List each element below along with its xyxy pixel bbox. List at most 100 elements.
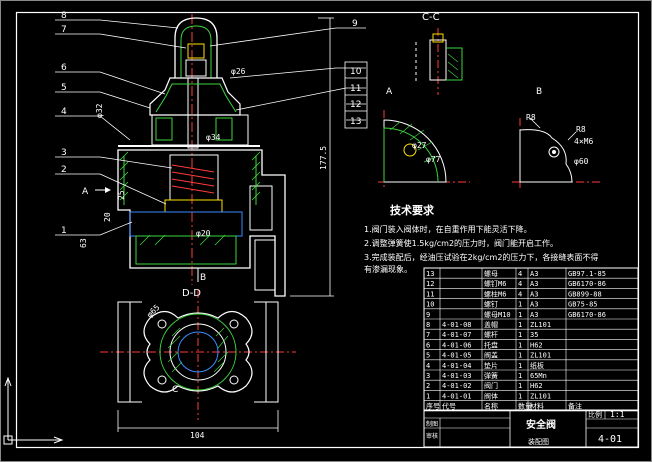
dim-25: 25 (117, 190, 126, 200)
bom-cell: 7 (426, 331, 430, 339)
bom-cell: A3 (530, 270, 538, 278)
b-partial-view (512, 117, 600, 188)
bom-cell: 4-01-08 (442, 321, 472, 329)
bom-cell: 螺柱M6 (484, 289, 506, 298)
title-block-text: 安全阀 装配图 比例 1:1 4-01 制图 审核 (426, 410, 625, 446)
bom-cell: 3 (426, 372, 430, 380)
dim-d77: φ77 (426, 155, 441, 164)
part-number-1: 1 (61, 226, 67, 236)
bom-cell: 螺母 (484, 269, 498, 278)
bom-cell: 10 (426, 301, 434, 309)
dim-63: 63 (79, 238, 88, 248)
bom-cell: 4 (518, 280, 522, 288)
bom-cell: 11 (426, 290, 434, 298)
technical-requirements: 技术要求 1.阀门装入阀体时，在自重作用下能灵活下降。 2.调整弹簧使1.5kg… (364, 203, 598, 274)
bom-cell: 螺钉M6 (484, 279, 506, 288)
leader-number-labels: 8 7 6 5 4 3 2 1 9 10 11 12 13 (61, 11, 362, 236)
bom-cell: A3 (530, 290, 538, 298)
part-number-10: 10 (350, 67, 362, 77)
bom-cell: GB75-85 (568, 301, 598, 309)
bom-cell: 4-01-07 (442, 331, 472, 339)
bom-cell: GB6170-86 (568, 311, 606, 319)
dim-d27: φ27 (412, 141, 427, 150)
dim-20: 20 (103, 212, 112, 222)
view-a-label: A (386, 87, 393, 97)
bom-cell: 4-01-03 (442, 372, 472, 380)
bom-cell: 1 (518, 362, 522, 370)
bom-cell: A3 (530, 301, 538, 309)
bom-cell: 4-01-05 (442, 352, 472, 360)
dim-d26: φ26 (231, 67, 246, 76)
front-section-view (95, 14, 286, 297)
section-dd-label: D-D (182, 288, 201, 299)
right-leaders (209, 27, 368, 129)
bom-cell: 4-01-04 (442, 362, 472, 370)
part-number-13: 13 (350, 117, 361, 127)
part-number-9: 9 (352, 19, 358, 29)
bom-cell: 阀体 (484, 391, 498, 400)
part-number-12: 12 (350, 100, 361, 110)
left-leaders (55, 19, 187, 236)
dim-d20: φ20 (196, 229, 211, 238)
signoff-checked: 审核 (426, 432, 438, 440)
bom-cell: 12 (426, 280, 434, 288)
bom-cell: GB97.1-85 (568, 270, 606, 278)
bom-cell: 纸板 (530, 361, 544, 370)
drawing-number: 4-01 (598, 434, 622, 445)
bom-cell: 1 (518, 331, 522, 339)
bom-cell: 65Mn (530, 372, 547, 380)
part-number-5: 5 (61, 83, 67, 93)
drawing-subtitle: 装配图 (528, 437, 549, 446)
bom-cell: 阀门 (484, 381, 498, 390)
bom-cell: 2 (426, 382, 430, 390)
arrow-b-label: B (200, 273, 206, 283)
dim-height: 177.5 (319, 146, 328, 170)
bom-cell: 5 (426, 352, 430, 360)
bom-cell: H62 (530, 341, 543, 349)
bom-cell: 13 (426, 270, 434, 278)
part-number-8: 8 (61, 11, 67, 21)
bom-cell: 35 (530, 331, 538, 339)
bom-cell: 托盘 (484, 340, 498, 349)
part-number-2: 2 (61, 165, 67, 175)
signoff-drawn: 制图 (426, 420, 438, 428)
bom-cell: 1 (518, 311, 522, 319)
bom-cell: 4 (518, 290, 522, 298)
bom-cell: 弹簧 (484, 371, 498, 380)
requirement-line-2: 2.调整弹簧使1.5kg/cm2的压力时，阀门能开启工作。 (364, 238, 558, 248)
bom-cell: 1 (518, 382, 522, 390)
bom-header-cell: 数量 (518, 402, 532, 411)
bom-cell: 垫片 (484, 361, 498, 370)
scale-value: 1:1 (610, 410, 625, 419)
bom-header-cell: 代号 (442, 402, 456, 411)
arrow-a-label: A (82, 187, 89, 197)
bom-cell: 4-01-02 (442, 382, 472, 390)
dd-section-view (100, 290, 296, 432)
drawing-title: 安全阀 (526, 418, 556, 431)
bom-header-cell: 材料 (530, 402, 544, 411)
section-cc-label: C-C (422, 12, 440, 23)
bom-cell: ZL101 (530, 392, 551, 400)
a-partial-view (378, 110, 470, 190)
title-block (423, 409, 639, 448)
part-number-4: 4 (61, 107, 67, 117)
dim-r8a: R8 (526, 113, 536, 122)
bom-header-cell: 备注 (568, 402, 582, 411)
bom-cell: 4-01-06 (442, 341, 472, 349)
bom-cell: 4-01-01 (442, 392, 472, 400)
bom-cell: 1 (518, 321, 522, 329)
scale-label: 比例 (588, 410, 602, 419)
bom-cell: 1 (518, 341, 522, 349)
dim-r8b: R8 (576, 125, 586, 134)
drawing-frame (15, 11, 640, 449)
bom-cell: GB899-88 (568, 290, 602, 298)
bom-cell: GB6170-86 (568, 280, 606, 288)
bom-cell: A3 (530, 311, 538, 319)
bom-cell: 盖帽 (484, 320, 498, 329)
cc-partial-view (415, 28, 463, 95)
bom-header-cell: 序号 (426, 402, 440, 411)
bom-cell: ZL101 (530, 321, 551, 329)
bom-header-cell: 名称 (484, 402, 498, 411)
